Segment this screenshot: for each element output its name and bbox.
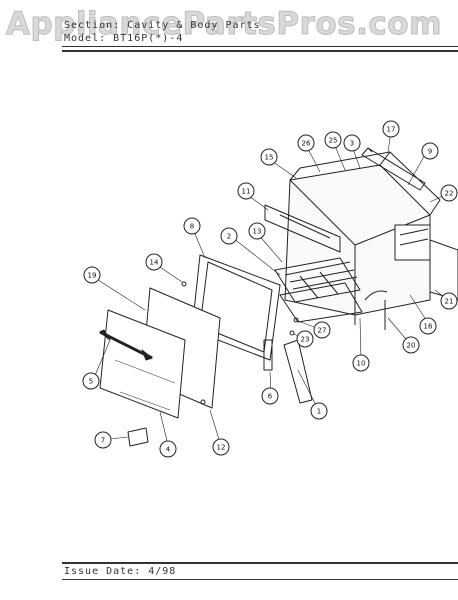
header-rule-thick [62, 50, 458, 52]
callout-3: 3 [343, 134, 361, 152]
svg-text:6: 6 [268, 393, 273, 401]
callout-19: 19 [83, 266, 101, 284]
outer-door-glass [99, 309, 186, 419]
svg-text:21: 21 [445, 298, 454, 306]
callout-23: 23 [296, 330, 314, 348]
svg-text:10: 10 [357, 360, 366, 368]
callout-16: 16 [419, 317, 437, 335]
svg-text:26: 26 [302, 140, 311, 148]
callout-27: 27 [313, 321, 331, 339]
callout-11: 11 [237, 182, 255, 200]
svg-text:25: 25 [329, 137, 338, 145]
callout-1: 1 [310, 402, 328, 420]
footer-rule [62, 579, 458, 580]
svg-text:8: 8 [190, 223, 194, 231]
callout-21: 21 [440, 292, 458, 310]
svg-text:27: 27 [318, 327, 327, 335]
svg-text:20: 20 [407, 342, 416, 350]
side-panel [429, 239, 458, 301]
callout-22: 22 [440, 184, 458, 202]
screw-12 [200, 399, 206, 405]
callout-20: 20 [402, 336, 420, 354]
screw-14 [181, 281, 187, 287]
callout-balloons: 1 2 3 4 5 6 7 8 9 10 11 12 13 14 15 16 1… [82, 120, 458, 458]
svg-text:17: 17 [387, 126, 396, 134]
callout-15: 15 [260, 148, 278, 166]
header-rule [62, 46, 458, 47]
issue-date: Issue Date: 4/98 [64, 566, 177, 577]
callout-25: 25 [324, 131, 342, 149]
door-hinge [263, 339, 273, 371]
svg-text:3: 3 [350, 140, 354, 148]
oven-cabinet [284, 151, 441, 330]
callout-9: 9 [421, 142, 439, 160]
callout-2: 2 [220, 227, 238, 245]
callout-5: 5 [82, 372, 100, 390]
footer-rule-thick [62, 562, 458, 564]
svg-text:11: 11 [242, 188, 251, 196]
svg-text:4: 4 [166, 446, 171, 454]
svg-text:1: 1 [317, 408, 321, 416]
callout-4: 4 [159, 440, 177, 458]
model-title: Model: BT16P(*)-4 [64, 33, 184, 44]
vent-bracket [264, 204, 341, 253]
svg-text:7: 7 [101, 437, 105, 445]
section-title: Section: Cavity & Body Parts [64, 20, 261, 31]
svg-text:15: 15 [265, 154, 274, 162]
screw-27 [293, 317, 299, 323]
callout-7: 7 [94, 431, 112, 449]
callout-10: 10 [352, 354, 370, 372]
oven-rack [274, 257, 363, 323]
screw-23 [289, 330, 295, 336]
callout-6: 6 [261, 387, 279, 405]
svg-text:19: 19 [88, 272, 97, 280]
svg-text:9: 9 [428, 148, 432, 156]
hinge-bracket [283, 339, 313, 404]
door-handle [99, 329, 153, 361]
callout-26: 26 [297, 134, 315, 152]
svg-text:16: 16 [424, 323, 433, 331]
callout-8: 8 [183, 217, 201, 235]
callout-12: 12 [212, 438, 230, 456]
svg-text:12: 12 [217, 444, 226, 452]
top-strip [361, 147, 426, 191]
watermark-logo: AppliancePartsPros.com [6, 6, 442, 43]
svg-text:13: 13 [253, 228, 262, 236]
svg-text:2: 2 [227, 233, 231, 241]
svg-text:5: 5 [89, 378, 93, 386]
svg-text:22: 22 [445, 190, 454, 198]
callout-13: 13 [248, 222, 266, 240]
svg-text:23: 23 [301, 336, 310, 344]
door-stop [127, 427, 149, 447]
callout-14: 14 [145, 253, 163, 271]
callout-17: 17 [382, 120, 400, 138]
svg-text:14: 14 [150, 259, 159, 267]
